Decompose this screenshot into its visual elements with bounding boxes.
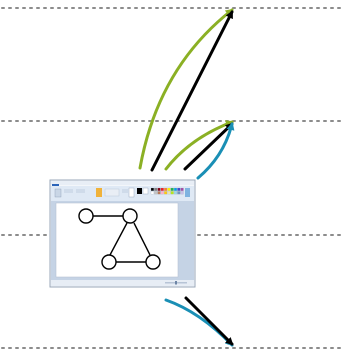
size-icon[interactable] [128, 187, 135, 198]
arrow-black-bottom [184, 296, 234, 346]
edit-colors-icon[interactable] [185, 188, 190, 197]
clipboard-icon[interactable] [54, 188, 62, 198]
outline-icon[interactable] [122, 189, 128, 193]
brushes-icon[interactable] [96, 188, 102, 197]
menu-button[interactable] [52, 184, 59, 187]
palette-swatch[interactable] [164, 191, 168, 195]
arrow-blue-bottom [164, 298, 234, 347]
palette-swatch[interactable] [180, 187, 184, 191]
zoom-thumb[interactable] [175, 281, 177, 285]
palette-swatch[interactable] [157, 191, 161, 195]
palette-swatch[interactable] [160, 191, 164, 195]
color-palette [150, 187, 184, 195]
drawing-canvas[interactable] [55, 202, 179, 278]
tools-icon[interactable] [76, 189, 85, 193]
ribbon-tools [54, 187, 149, 198]
arrow-blue-mid [196, 122, 235, 180]
guide-lines [1, 7, 343, 349]
palette-swatch[interactable] [154, 191, 158, 195]
palette-swatch[interactable] [167, 187, 171, 191]
node-n2 [122, 208, 138, 224]
palette-swatch[interactable] [174, 187, 178, 191]
image-tools-icon[interactable] [64, 189, 73, 193]
palette-swatch[interactable] [177, 187, 181, 191]
paint-window-thumbnail [49, 179, 196, 288]
palette-swatch[interactable] [150, 187, 154, 191]
palette-swatch[interactable] [157, 187, 161, 191]
status-bar [51, 280, 194, 286]
palette-swatch[interactable] [170, 191, 174, 195]
color1-swatch[interactable] [137, 188, 142, 194]
palette-swatch[interactable] [164, 187, 168, 191]
shapes-icon[interactable] [104, 188, 120, 197]
title-bar [51, 181, 194, 185]
palette-swatch[interactable] [177, 191, 181, 195]
palette-swatch[interactable] [150, 191, 154, 195]
edge-n2-n3 [109, 222, 128, 256]
palette-swatch[interactable] [180, 191, 184, 195]
palette-swatch[interactable] [160, 187, 164, 191]
palette-swatch[interactable] [170, 187, 174, 191]
arrow-green-top [138, 8, 234, 170]
palette-swatch[interactable] [167, 191, 171, 195]
palette-swatch[interactable] [154, 187, 158, 191]
arrow-black-mid [183, 122, 234, 171]
node-n4 [145, 254, 161, 270]
color2-swatch[interactable] [142, 187, 149, 195]
arrows [138, 8, 235, 347]
edge-n2-n4 [133, 222, 151, 256]
node-n3 [101, 254, 117, 270]
palette-swatch[interactable] [174, 191, 178, 195]
node-n1 [78, 208, 94, 224]
graph-drawing [78, 208, 161, 270]
arrow-green-mid [164, 120, 234, 171]
arrow-black-top [150, 10, 234, 172]
